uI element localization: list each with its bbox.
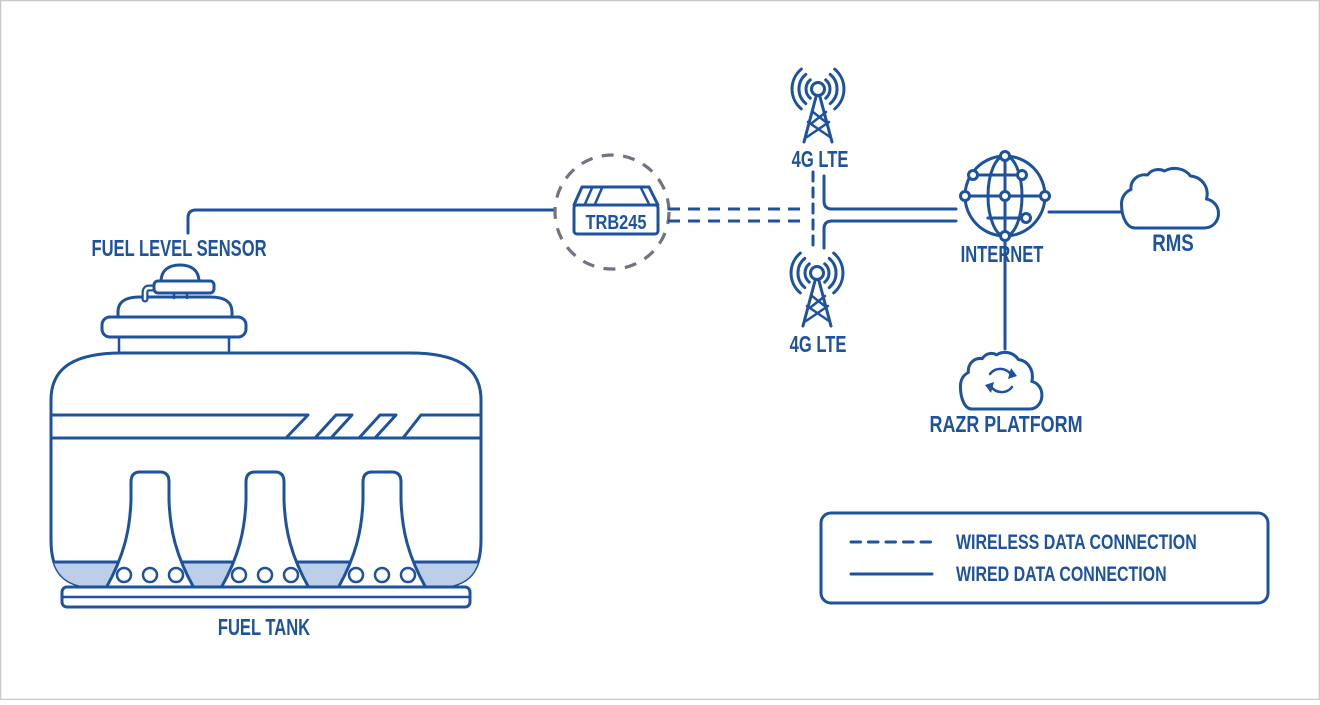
tank-bolts: [115, 566, 417, 584]
fuel-tank-label: FUEL TANK: [218, 615, 311, 640]
svg-text:TRB245: TRB245: [586, 210, 647, 233]
legend-box: WIRELESS DATA CONNECTION WIRED DATA CONN…: [819, 511, 1270, 605]
sensor-wire-line: [186, 208, 557, 235]
legend-wired-label: WIRED DATA CONNECTION: [956, 562, 1167, 586]
svg-text:4G LTE: 4G LTE: [792, 147, 849, 172]
trb245-device-icon: TRB245: [572, 185, 660, 236]
lte-bottom-label: 4G LTE: [790, 332, 847, 357]
svg-text:FUEL LEVEL SENSOR: FUEL LEVEL SENSOR: [91, 236, 267, 261]
sensor-dome: [159, 263, 201, 284]
rms-cloud-icon: [1122, 168, 1219, 228]
svg-text:RMS: RMS: [1152, 230, 1194, 257]
svg-text:WIRELESS DATA CONNECTION: WIRELESS DATA CONNECTION: [956, 530, 1197, 554]
razr-platform-label: RAZR PLATFORM: [929, 412, 1082, 438]
razr-cloud-icon: [960, 352, 1041, 409]
fuel-level-sensor-label: FUEL LEVEL SENSOR: [91, 236, 267, 261]
svg-text:FUEL TANK: FUEL TANK: [218, 615, 311, 640]
tank-stripe: [50, 413, 482, 440]
fuel-tank-icon: [49, 263, 483, 609]
sensor-plate: [152, 279, 216, 295]
hatch-dome: [116, 295, 234, 320]
legend-wireless-label: WIRELESS DATA CONNECTION: [956, 530, 1197, 554]
svg-text:INTERNET: INTERNET: [961, 242, 1044, 267]
svg-text:RAZR PLATFORM: RAZR PLATFORM: [929, 412, 1082, 438]
wired-connection-lines: [822, 174, 1124, 351]
rms-label: RMS: [1152, 230, 1194, 257]
fuel-level-sensor-icon: [100, 263, 248, 354]
lte-top-label: 4G LTE: [792, 147, 849, 172]
sync-icon: [985, 367, 1017, 394]
wireless-connection-lines: [668, 170, 815, 252]
svg-text:WIRED DATA CONNECTION: WIRED DATA CONNECTION: [956, 562, 1167, 586]
globe-nodes: [959, 150, 1051, 242]
trb245-highlight-circle: [553, 153, 671, 271]
internet-label: INTERNET: [961, 242, 1044, 267]
tank-base: [60, 585, 472, 609]
cell-tower-bottom-icon: [789, 251, 845, 328]
cell-tower-top-icon: [790, 67, 846, 144]
hatch-collar: [100, 315, 248, 339]
svg-text:4G LTE: 4G LTE: [790, 332, 847, 357]
internet-globe-icon: [959, 150, 1051, 242]
tank-legs: [104, 470, 428, 590]
trb245-label: TRB245: [586, 210, 647, 233]
